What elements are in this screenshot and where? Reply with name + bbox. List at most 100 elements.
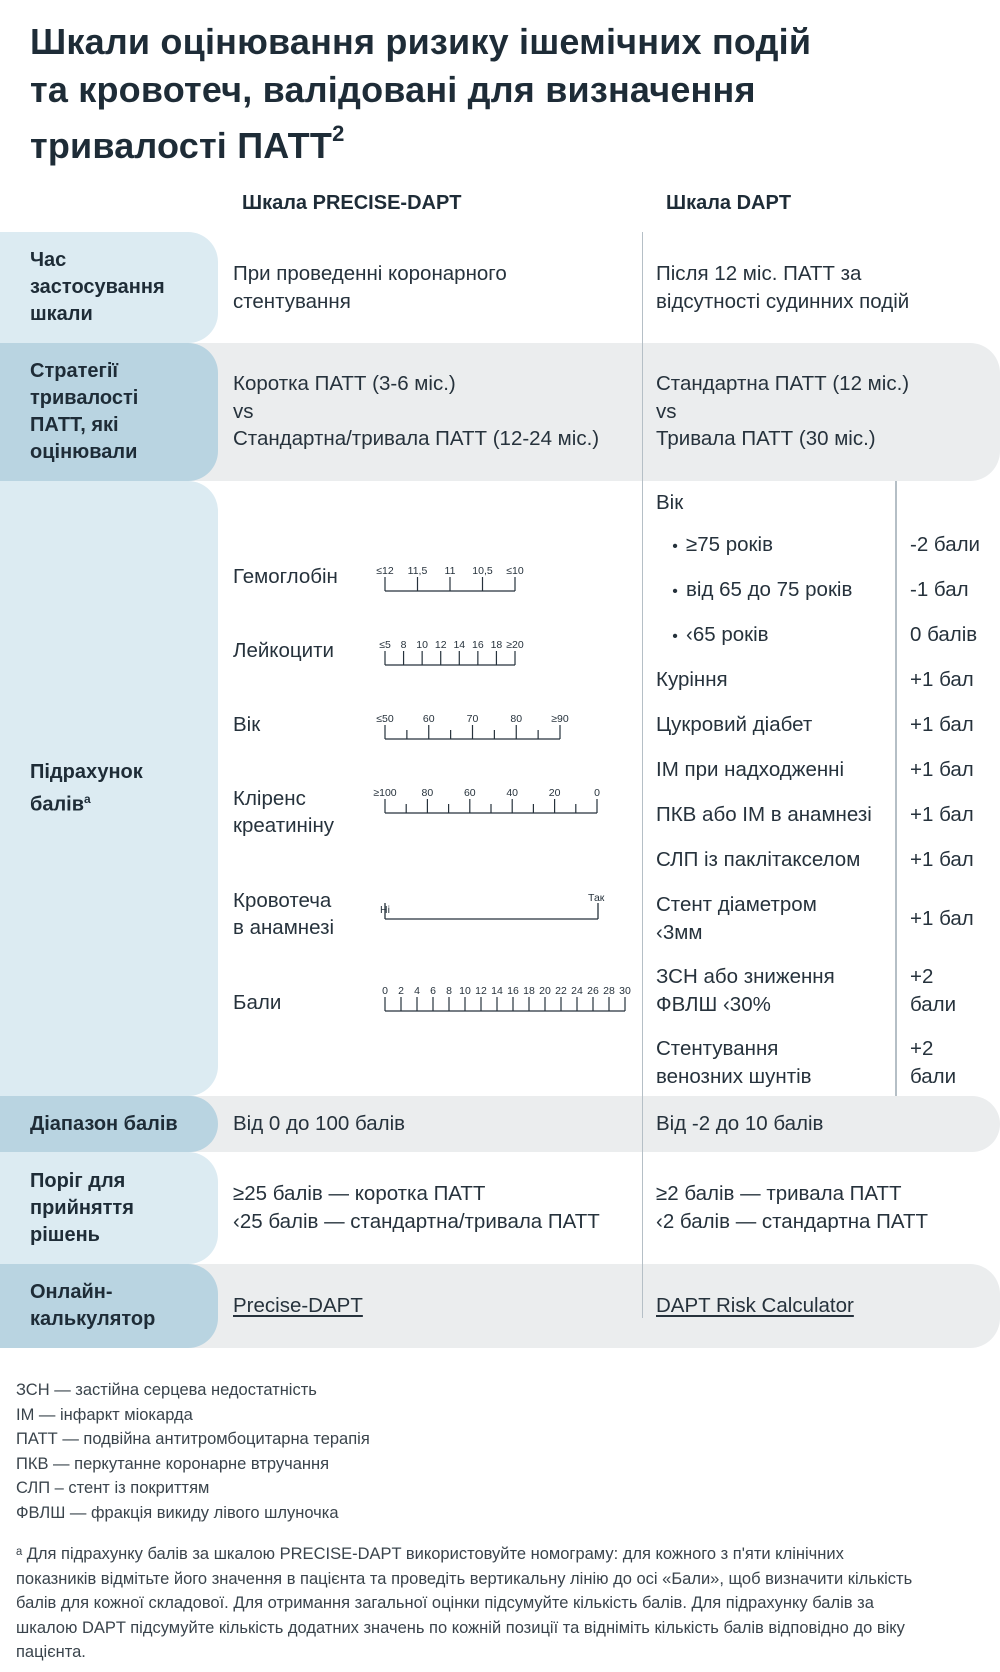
row-label-time: Час застосування шкали	[0, 232, 218, 343]
axis-tick-label: 10,5	[472, 565, 493, 577]
axis-tick-label: 4	[414, 985, 420, 997]
nomo-label-age: Вік	[233, 713, 261, 736]
axis-tick-label: 20	[549, 787, 561, 799]
axis-tick-label: 26	[587, 985, 599, 997]
threshold-precise-short: ≥25 балів — коротка ПАТТ	[233, 1182, 486, 1205]
strategy-dapt-standard: Стандартна ПАТТ (12 міс.)	[656, 372, 910, 395]
dapt-item-stent-diameter: Стент діаметром ‹3мм	[656, 893, 817, 944]
dapt-points-mi-admission: +1 бал	[910, 758, 974, 781]
nomo-label-points: Бали	[233, 991, 282, 1014]
dapt-points-diabetes: +1 бал	[910, 713, 974, 736]
axis-tick-label: 20	[539, 985, 551, 997]
threshold-precise: ≥25 балів — коротка ПАТТ ‹25 балів — ста…	[233, 1180, 633, 1235]
strategy-dapt-vs: vs	[656, 399, 677, 423]
dapt-points-paclitaxel-des: +1 бал	[910, 848, 974, 871]
axis-tick-label: ≤5	[379, 639, 391, 651]
precise-dapt-calculator-link[interactable]: Precise-DAPT	[233, 1294, 363, 1317]
dapt-item-smoking: Куріння	[656, 668, 728, 691]
nomo-label-clearance: Кліренс креатиніну	[233, 787, 335, 837]
axis-tick-label: ≤50	[376, 713, 394, 725]
footnote: ᵃ Для підрахунку балів за шкалою PRECISE…	[16, 1545, 913, 1661]
row-label-scoring: Підрахунок балівa	[0, 481, 218, 1096]
axis-tick-label: 16	[472, 639, 484, 651]
page-title: Шкали оцінювання ризику ішемічних подій …	[30, 18, 930, 170]
strategy-precise-long: Стандартна/тривала ПАТТ (12-24 міс.)	[233, 427, 600, 450]
dapt-item-pci-mi-history: ПКВ або ІМ в анамнезі	[656, 803, 872, 826]
bleeding-yes-label: Так	[588, 892, 605, 904]
scoring-label-text: Підрахунок балів	[30, 760, 143, 816]
strategy-precise: Коротка ПАТТ (3-6 міс.) vs Стандартна/тр…	[233, 370, 633, 453]
axis-tick-label: 60	[464, 787, 476, 799]
threshold-precise-long: ‹25 балів — стандартна/тривала ПАТТ	[233, 1209, 600, 1233]
title-footnote-ref: 2	[332, 121, 345, 146]
axis-tick-label: 18	[523, 985, 535, 997]
dapt-points-stent-diameter: +1 бал	[910, 907, 974, 930]
strategy-precise-short: Коротка ПАТТ (3-6 міс.)	[233, 372, 456, 395]
title-line-1: Шкали оцінювання ризику ішемічних подій	[30, 21, 812, 62]
dapt-risk-calculator-link[interactable]: DAPT Risk Calculator	[656, 1294, 854, 1317]
dapt-age-header: Вік	[656, 491, 684, 514]
axis-tick-label: 11	[445, 565, 456, 577]
axis-tick-label: 12	[435, 639, 447, 651]
column-divider	[642, 232, 643, 1318]
dapt-points-age-75: -2 бали	[910, 533, 981, 556]
axis-tick-label: 11,5	[408, 565, 428, 577]
abbreviation-list: ЗСН — застійна серцева недостатність ІМ …	[16, 1378, 370, 1525]
dapt-points-chf-lvef: +2 бали	[910, 965, 957, 1016]
axis-tick-label: ≥90	[551, 713, 569, 725]
range-precise: Від 0 до 100 балів	[233, 1112, 406, 1135]
abbreviation-item: ЗСН — застійна серцева недостатність	[16, 1381, 317, 1399]
axis-tick-label: 10	[416, 639, 428, 651]
dapt-points-vein-graft: +2 бали	[910, 1037, 957, 1088]
nomo-label-leukocytes: Лейкоцити	[233, 639, 334, 662]
axis-tick-label: 80	[510, 713, 522, 725]
dapt-item-age-65-75: •від 65 до 75 років	[672, 578, 853, 601]
dapt-item-age-75: •≥75 років	[672, 533, 773, 556]
axis-tick-label: 24	[571, 985, 583, 997]
row-label-threshold: Поріг для прийняття рішень	[0, 1152, 218, 1264]
axis-tick-label: 6	[430, 985, 436, 997]
time-dapt: Після 12 міс. ПАТТ за відсутності судинн…	[656, 262, 910, 313]
dapt-item-mi-admission: ІМ при надходженні	[656, 758, 845, 781]
axis-tick-label: 8	[401, 639, 407, 651]
dapt-item-age-under-65: •‹65 років	[672, 623, 769, 646]
axis-tick-label: 0	[382, 985, 388, 997]
threshold-dapt-long: ≥2 балів — тривала ПАТТ	[656, 1182, 902, 1205]
row-threshold: Поріг для прийняття рішень ≥25 балів — к…	[0, 1152, 1000, 1264]
title-line-2: та кровотеч, валідовані для визначення	[30, 69, 756, 110]
dapt-points-pci-mi-history: +1 бал	[910, 803, 974, 826]
axis-tick-label: 14	[453, 639, 465, 651]
row-label-range: Діапазон балів	[0, 1096, 218, 1152]
abbreviation-item: ПКВ — перкутанне коронарне втручання	[16, 1454, 330, 1473]
strategy-dapt: Стандартна ПАТТ (12 міс.) vs Тривала ПАТ…	[656, 370, 976, 453]
axis-tick-label: 2	[398, 985, 404, 997]
axis-tick-label: ≤12	[376, 565, 394, 577]
axis-tick-label: 14	[491, 985, 503, 997]
strategy-dapt-long: Тривала ПАТТ (30 міс.)	[656, 427, 876, 450]
scoring-footnote-ref: a	[84, 791, 91, 806]
axis-tick-label: 40	[506, 787, 518, 799]
range-dapt: Від -2 до 10 балів	[656, 1112, 824, 1135]
axis-tick-label: 0	[594, 787, 600, 799]
dapt-points-smoking: +1 бал	[910, 668, 974, 691]
axis-tick-label: 80	[422, 787, 434, 799]
time-precise: При проведенні коронарного стентування	[233, 262, 507, 313]
axis-tick-label: 22	[555, 985, 567, 997]
row-label-calculator: Онлайн-калькулятор	[0, 1264, 218, 1348]
axis-tick-label: 16	[507, 985, 519, 997]
axis-tick-label: 60	[423, 713, 435, 725]
title-line-3: тривалості ПАТТ2	[30, 121, 345, 166]
row-scoring: Підрахунок балівa Гемоглобін Лейкоцити В…	[0, 481, 1000, 1096]
threshold-dapt: ≥2 балів — тривала ПАТТ ‹2 балів — станд…	[656, 1180, 976, 1235]
dapt-points-age-under-65: 0 балів	[910, 623, 978, 646]
dapt-item-chf-lvef: ЗСН або зниження ФВЛШ ‹30%	[656, 965, 835, 1016]
axis-tick-label: ≥20	[506, 639, 524, 651]
nomo-label-bleeding: Кровотеча в анамнезі	[233, 889, 335, 939]
axis-tick-label: 10	[459, 985, 471, 997]
column-header-precise: Шкала PRECISE-DAPT	[242, 192, 462, 214]
axis-tick-label: 30	[619, 985, 631, 997]
threshold-dapt-standard: ‹2 балів — стандартна ПАТТ	[656, 1209, 928, 1233]
